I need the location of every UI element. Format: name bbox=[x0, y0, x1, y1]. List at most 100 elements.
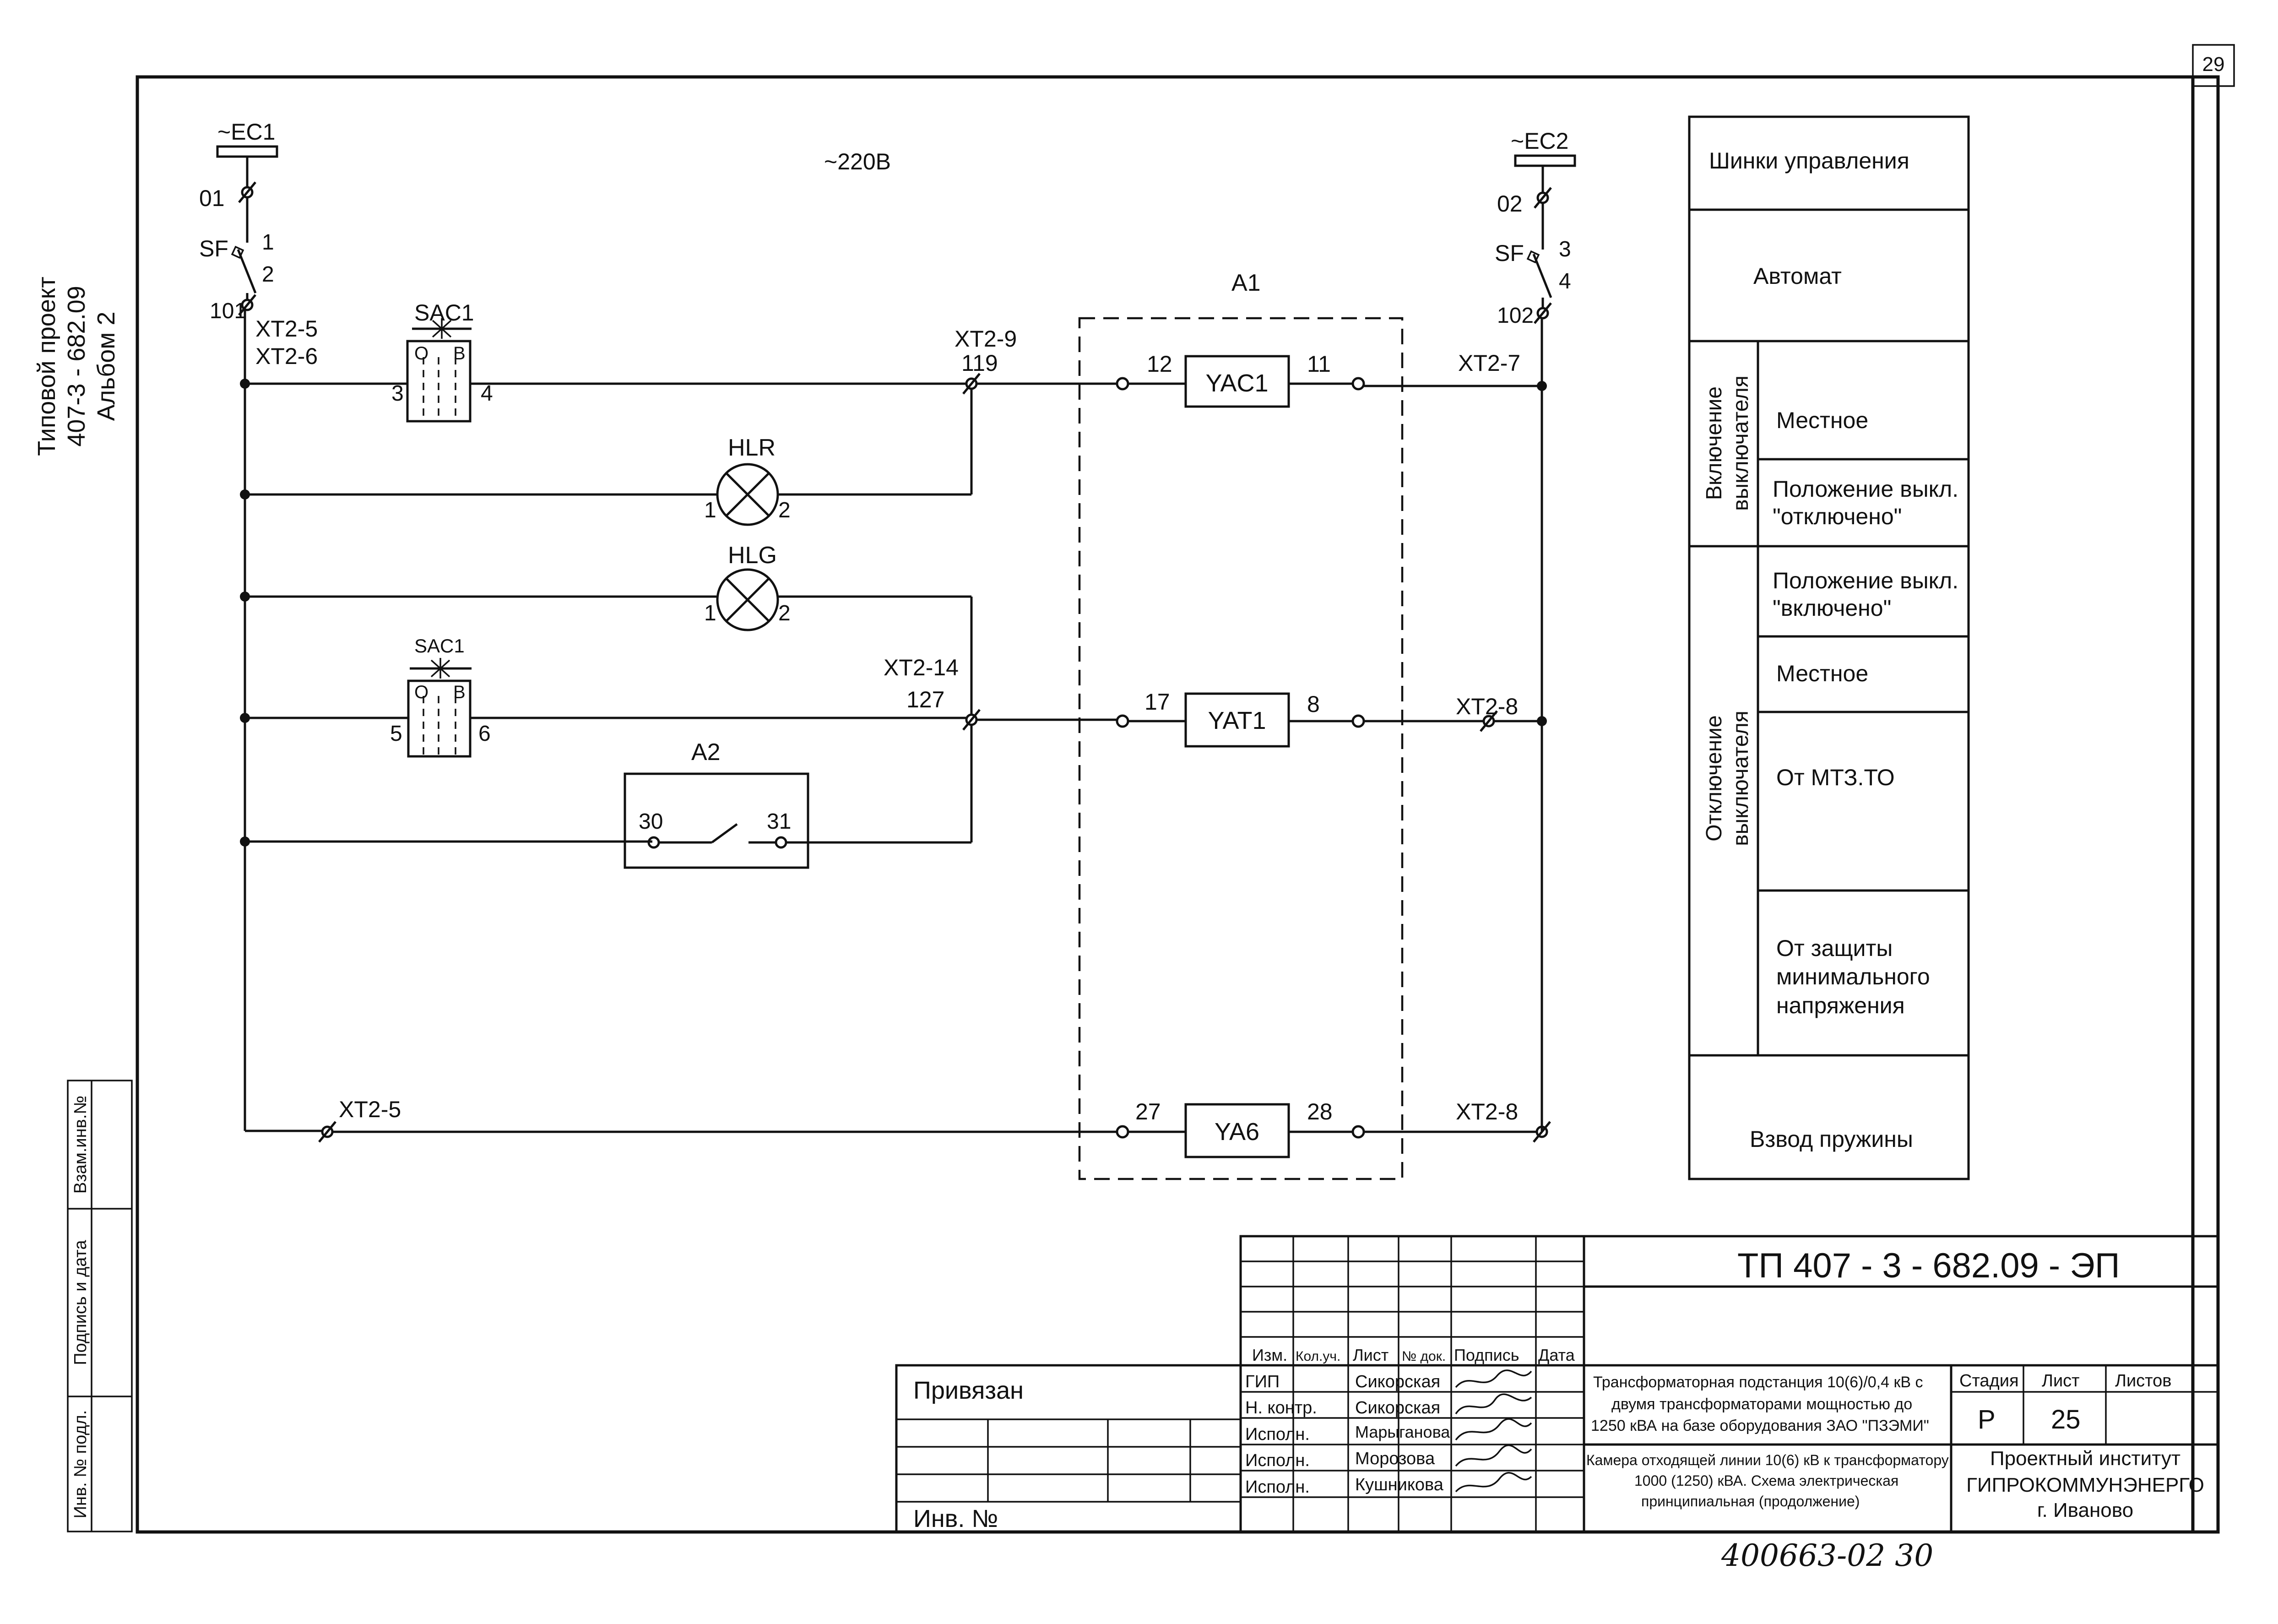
inv-no-label: Инв. № bbox=[913, 1505, 998, 1532]
org-line-2: ГИПРОКОММУНЭНЕРГО bbox=[1966, 1474, 2204, 1496]
yat1-pin-17: 17 bbox=[1144, 689, 1170, 715]
role-2: Н. контр. bbox=[1245, 1398, 1317, 1418]
hlr-label: HLR bbox=[728, 435, 776, 461]
voltage-label: ~220В bbox=[824, 149, 891, 174]
sac1-switch-bottom: SAC1 О В 5 6 bbox=[390, 635, 491, 758]
side-cell-replace: Взам.инв.№ bbox=[71, 1096, 90, 1194]
ec1-label: ~EC1 bbox=[217, 119, 275, 145]
a2-pin-31: 31 bbox=[767, 809, 791, 834]
xt2-5-label: XT2-5 bbox=[255, 316, 318, 342]
sac1-top-b: В bbox=[453, 343, 466, 364]
legend-local-on: Местное bbox=[1776, 407, 1868, 433]
hlg-label: HLG bbox=[728, 542, 777, 569]
sf-right-label: SF bbox=[1495, 240, 1524, 266]
xt2-14-label: XT2-14 bbox=[884, 655, 959, 680]
hdr-doc: № док. bbox=[1402, 1349, 1446, 1364]
xt2-8-bottom-label: XT2-8 bbox=[1456, 1099, 1518, 1124]
doc-code: ТП 407 - 3 - 682.09 - ЭП bbox=[1737, 1246, 2120, 1285]
sac1-top-label: SAC1 bbox=[414, 300, 474, 326]
a2-label: A2 bbox=[691, 739, 721, 766]
title2-line-3: принципиальная (продолжение) bbox=[1641, 1493, 1860, 1510]
name-3: Марыганова bbox=[1355, 1423, 1450, 1441]
org-line-1: Проектный институт bbox=[1990, 1447, 2180, 1470]
legend-mtz: От МТЗ.ТО bbox=[1776, 765, 1895, 790]
yat1-label: YAT1 bbox=[1208, 707, 1266, 734]
hlg-pin-1: 1 bbox=[704, 601, 716, 625]
sheet-label: Лист bbox=[2042, 1371, 2080, 1390]
ya6-label: YA6 bbox=[1215, 1118, 1259, 1146]
sf-right-pin-4: 4 bbox=[1559, 269, 1571, 293]
ya6-pin-27: 27 bbox=[1135, 1099, 1161, 1124]
stage-value: Р bbox=[1978, 1405, 1996, 1434]
name-2: Сикорская bbox=[1355, 1398, 1440, 1418]
legend-bus: Шинки управления bbox=[1709, 148, 1909, 174]
ya6-pin-28: 28 bbox=[1307, 1099, 1333, 1124]
sac1-top-pin-3: 3 bbox=[391, 381, 404, 406]
legend-local-off: Местное bbox=[1776, 661, 1868, 686]
side-label-line-2: 407-3 - 682.09 bbox=[63, 286, 90, 446]
hdr-izm: Изм. bbox=[1252, 1346, 1287, 1364]
node-127: 127 bbox=[906, 687, 944, 712]
hlr-pin-1: 1 bbox=[704, 498, 716, 522]
yat1-pin-8: 8 bbox=[1307, 691, 1320, 717]
sac1-bottom-pin-6: 6 bbox=[478, 722, 491, 746]
xt2-6-label: XT2-6 bbox=[255, 343, 318, 369]
yac1-label: YAC1 bbox=[1205, 369, 1268, 397]
sf-left-pin-2: 2 bbox=[262, 262, 274, 287]
side-cell-inventory: Инв. № подл. bbox=[71, 1410, 90, 1519]
node-02: 02 bbox=[1497, 191, 1523, 217]
handwritten-number: 400663-02 30 bbox=[1721, 1538, 1933, 1573]
stage-label: Стадия bbox=[1959, 1371, 2019, 1390]
node-119: 119 bbox=[961, 350, 998, 376]
name-1: Сикорская bbox=[1355, 1372, 1440, 1391]
hlr-pin-2: 2 bbox=[778, 498, 791, 522]
xt2-8-mid-label: XT2-8 bbox=[1456, 694, 1518, 719]
sac1-bottom-o: О bbox=[414, 682, 428, 702]
page-number: 29 bbox=[2202, 53, 2225, 76]
side-label-line-1: Типовой проект bbox=[33, 277, 60, 456]
signatures bbox=[1455, 1369, 1532, 1493]
yac1-pin-12: 12 bbox=[1147, 351, 1172, 377]
legend-group-on-2: выключателя bbox=[1729, 375, 1753, 511]
legend-spring: Взвод пружины bbox=[1750, 1126, 1913, 1152]
node-01: 01 bbox=[199, 185, 225, 211]
sf-left-pin-1: 1 bbox=[262, 230, 274, 255]
sac1-top-pin-4: 4 bbox=[481, 381, 493, 406]
node-101: 101 bbox=[210, 299, 246, 323]
hdr-list: Лист bbox=[1353, 1346, 1388, 1364]
role-3: Исполн. bbox=[1245, 1425, 1310, 1444]
sac1-bottom-pin-5: 5 bbox=[390, 722, 402, 746]
sheets-label: Листов bbox=[2115, 1371, 2171, 1390]
a2-pin-30: 30 bbox=[639, 809, 663, 834]
a1-block bbox=[1078, 317, 1404, 1180]
org-line-3: г. Иваново bbox=[2037, 1499, 2133, 1521]
title1-line-1: Трансформаторная подстанция 10(6)/0,4 кВ… bbox=[1593, 1374, 1923, 1391]
legend-group-off-1: Отключение bbox=[1702, 715, 1726, 842]
legend-table: Шинки управления Автомат Включение выклю… bbox=[1688, 115, 1970, 1180]
title1-line-3: 1250 кВА на базе оборудования ЗАО "ПЗЭМИ… bbox=[1591, 1417, 1929, 1434]
legend-pos-off-1: Положение выкл. bbox=[1773, 476, 1958, 502]
xt2-5-bottom-label: XT2-5 bbox=[339, 1097, 401, 1122]
privyazan-label: Привязан bbox=[913, 1377, 1024, 1404]
a2-relay: A2 30 31 bbox=[624, 739, 809, 869]
title-block: Изм. Кол.уч. Лист № док. Подпись Дата ГИ… bbox=[895, 1235, 2219, 1533]
sf-right-pin-3: 3 bbox=[1559, 237, 1571, 261]
legend-undervoltage-3: напряжения bbox=[1776, 993, 1905, 1018]
hlg-lamp: HLG 1 2 bbox=[704, 542, 791, 631]
legend-pos-on-1: Положение выкл. bbox=[1773, 568, 1958, 593]
sac1-bottom-b: В bbox=[453, 682, 466, 702]
side-label-line-3: Альбом 2 bbox=[92, 312, 120, 421]
side-cell-signature: Подпись и дата bbox=[71, 1239, 90, 1365]
sac1-switch-top: SAC1 О В 3 4 bbox=[391, 300, 493, 423]
sheet-frame: 29 Типовой проект 407-3 - 682.09 Альбом … bbox=[33, 44, 2235, 1534]
name-5: Кушникова bbox=[1355, 1475, 1444, 1494]
role-4: Исполн. bbox=[1245, 1451, 1310, 1470]
legend-pos-off-2: "отключено" bbox=[1773, 504, 1902, 529]
circuit: ~220В ~EC1 01 SF 1 2 101 XT2-5 XT2-6 ~EC… bbox=[199, 119, 1576, 1180]
legend-undervoltage-2: минимального bbox=[1776, 964, 1930, 989]
legend-undervoltage-1: От защиты bbox=[1776, 935, 1893, 961]
sf-left-label: SF bbox=[199, 236, 228, 261]
name-4: Морозова bbox=[1355, 1449, 1435, 1468]
sac1-bottom-label: SAC1 bbox=[414, 635, 465, 657]
